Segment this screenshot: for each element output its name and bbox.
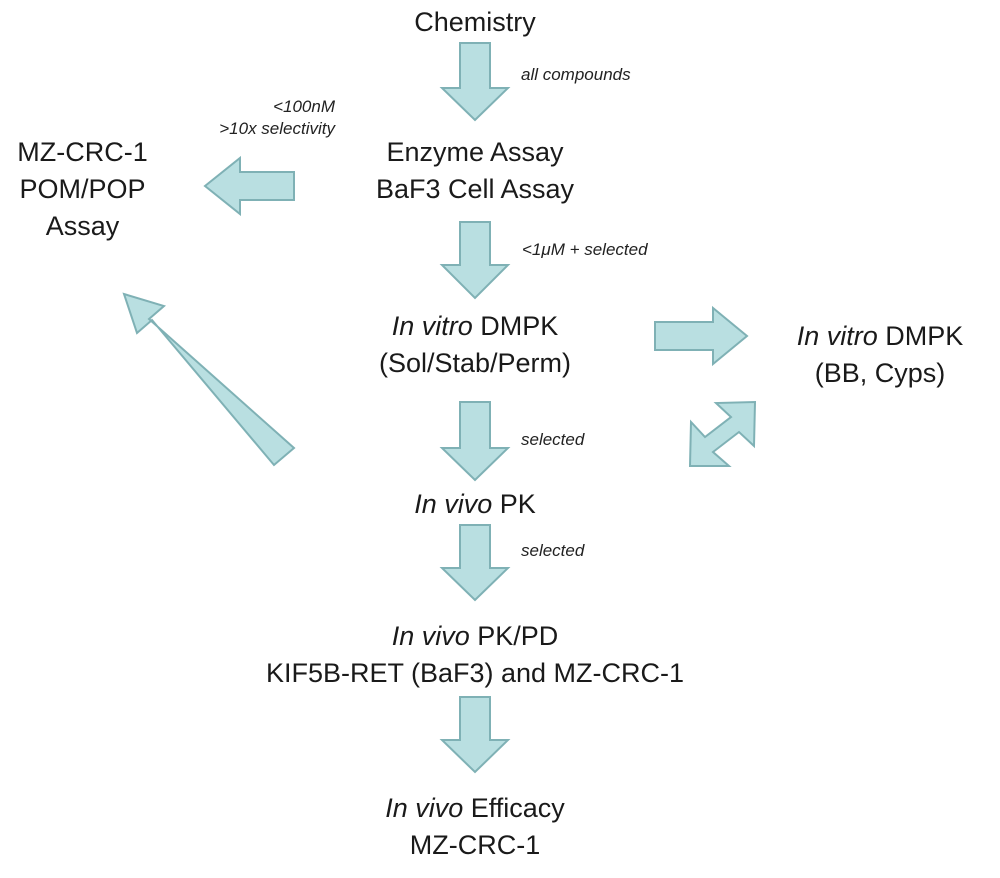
node-enzyme-assay: Enzyme Assay BaF3 Cell Assay [325,134,625,208]
note-potency: <100nM >10x selectivity [180,96,335,140]
in-vitro-dmpk-italic: In vitro [391,311,473,341]
enzyme-assay-line1: Enzyme Assay [386,137,564,167]
in-vivo-efficacy-rest: Efficacy [463,793,565,823]
note-selected-1: selected [521,430,585,449]
node-in-vitro-dmpk: In vitro DMPK (Sol/Stab/Perm) [325,308,625,382]
in-vivo-pk-line1: In vivo PK [365,486,585,523]
note-all-compounds: all compounds [521,65,631,84]
node-in-vivo-pk: In vivo PK [365,486,585,523]
arrow-in-vitro-to-right-dmpk [654,305,749,367]
in-vitro-dmpk-right-italic: In vitro [796,321,878,351]
in-vitro-dmpk-rest: DMPK [472,311,559,341]
in-vivo-pkpd-italic: In vivo [391,621,470,651]
node-chemistry-label: Chemistry [414,7,536,37]
node-in-vivo-efficacy: In vivo Efficacy MZ-CRC-1 [325,790,625,864]
node-chemistry: Chemistry [375,4,575,41]
in-vivo-efficacy-line2: MZ-CRC-1 [409,830,541,860]
node-in-vitro-dmpk-right: In vitro DMPK (BB, Cyps) [760,318,1000,392]
in-vitro-dmpk-right-line1: In vitro DMPK [760,318,1000,355]
in-vivo-pkpd-rest: PK/PD [469,621,559,651]
node-mz-assay: MZ-CRC-1 POM/POP Assay [0,134,165,245]
in-vivo-pkpd-line1: In vivo PK/PD [200,618,750,655]
in-vitro-dmpk-right-line2: (BB, Cyps) [814,358,946,388]
note-one-micromolar: <1μM + selected [522,240,648,259]
arrow-chemistry-to-enzyme-assay [439,42,511,122]
in-vivo-efficacy-line1: In vivo Efficacy [325,790,625,827]
enzyme-assay-line2: BaF3 Cell Assay [375,174,575,204]
in-vitro-dmpk-line1: In vitro DMPK [325,308,625,345]
note-potency-line2: >10x selectivity [219,119,335,138]
note-potency-line1: <100nM [273,97,335,116]
mz-assay-line3: Assay [45,211,120,241]
note-selected-2: selected [521,541,585,560]
arrow-enzyme-to-mz-assay [203,155,295,217]
arrow-pkpd-to-efficacy [439,696,511,774]
arrow-double-pk-right-dmpk [688,400,757,467]
in-vitro-dmpk-line2: (Sol/Stab/Perm) [378,348,572,378]
arrow-in-vivo-pk-to-mz-assay [122,292,296,467]
node-in-vivo-pkpd: In vivo PK/PD KIF5B-RET (BaF3) and MZ-CR… [200,618,750,692]
arrow-in-vivo-pk-to-pkpd [439,524,511,602]
arrow-in-vitro-to-in-vivo-pk [439,401,511,482]
in-vivo-efficacy-italic: In vivo [385,793,464,823]
mz-assay-line1: MZ-CRC-1 [17,137,148,167]
in-vivo-pkpd-line2: KIF5B-RET (BaF3) and MZ-CRC-1 [265,658,685,688]
in-vitro-dmpk-right-rest: DMPK [877,321,964,351]
mz-assay-line2: POM/POP [19,174,146,204]
in-vivo-pk-italic: In vivo [414,489,493,519]
in-vivo-pk-rest: PK [492,489,536,519]
arrow-enzyme-to-in-vitro-dmpk [439,221,511,300]
